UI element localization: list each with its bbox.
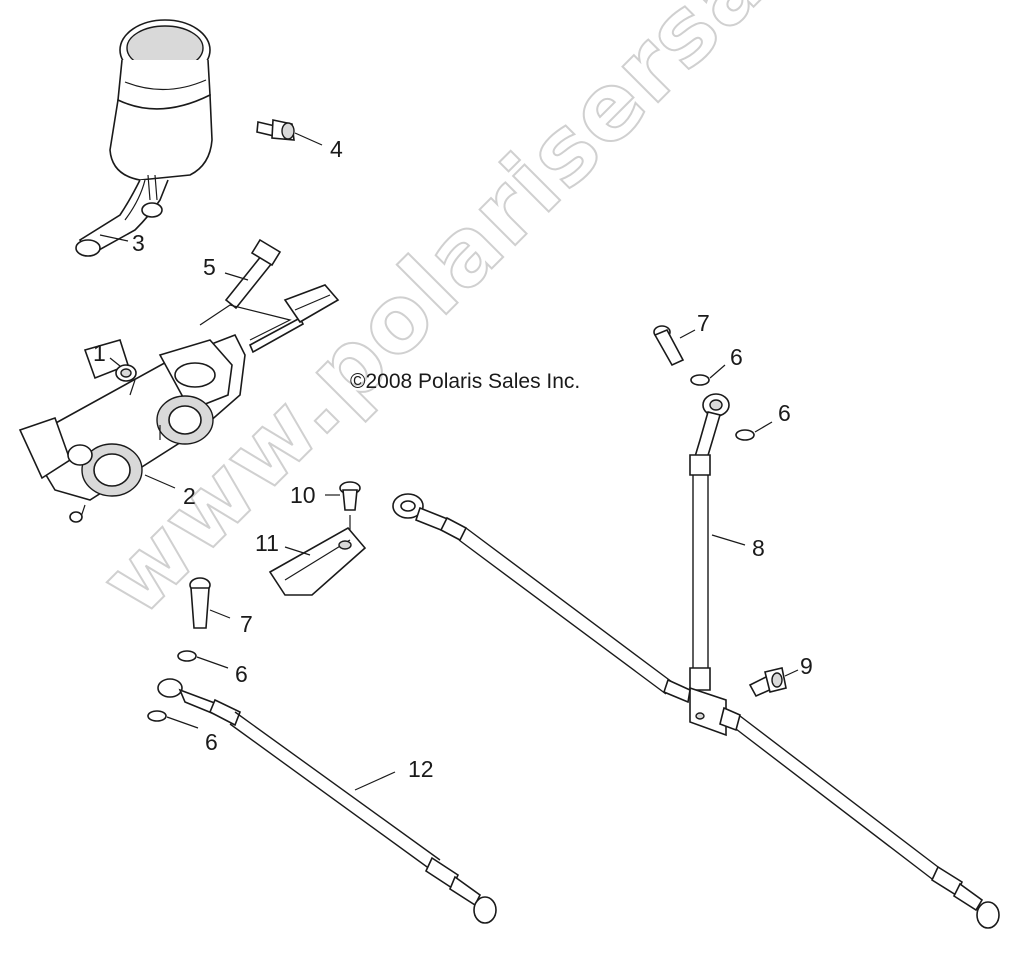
- washer-part-6-b: [147, 710, 167, 722]
- washer-part-6-c: [690, 374, 710, 386]
- washer-part-6-d: [735, 429, 755, 441]
- leader-11: [284, 546, 311, 556]
- leader-2: [144, 474, 176, 489]
- leader-6-c: [709, 364, 726, 379]
- bolt-part-7-right: [653, 325, 685, 367]
- fitting-part-4: [256, 119, 295, 141]
- reservoir-assembly: [75, 19, 213, 257]
- master-cylinder: [18, 333, 246, 523]
- callout-4: 4: [330, 136, 343, 162]
- callout-7-right: 7: [697, 310, 710, 336]
- callout-6-c: 6: [730, 344, 743, 370]
- copyright-notice: ©2008 Polaris Sales Inc.: [350, 370, 581, 393]
- callout-5: 5: [203, 254, 216, 280]
- fitting-part-9: [748, 667, 787, 698]
- leader-3: [99, 234, 129, 242]
- leader-4: [294, 132, 323, 146]
- callout-6-b: 6: [205, 729, 218, 755]
- callout-3: 3: [132, 230, 145, 256]
- callout-2: 2: [183, 483, 196, 509]
- leader-9: [784, 669, 799, 677]
- callout-11: 11: [255, 530, 279, 556]
- brake-line-tee: [392, 493, 1000, 929]
- leader-1: [109, 357, 121, 367]
- washer-part-6-a: [177, 650, 197, 662]
- pushrod-clevis: [248, 284, 340, 354]
- bolt-part-5: [224, 238, 282, 310]
- bracket-part-11: [268, 526, 367, 596]
- callout-8: 8: [752, 535, 765, 561]
- callout-6-d: 6: [778, 400, 791, 426]
- leader-5: [224, 272, 249, 281]
- callout-1: 1: [93, 340, 106, 366]
- callout-9: 9: [800, 653, 813, 679]
- leader-6-d: [754, 421, 773, 433]
- bracket-line: [199, 304, 292, 341]
- brake-line-part-12: [157, 678, 497, 924]
- callout-10: 10: [290, 482, 316, 508]
- callout-6-a: 6: [235, 661, 248, 687]
- callout-12: 12: [408, 756, 434, 782]
- callout-7-left: 7: [240, 611, 253, 637]
- leader-8: [711, 534, 746, 546]
- brake-line-part-8: [689, 393, 730, 691]
- bolt-part-7-left: [189, 577, 211, 629]
- leader-6-b: [166, 716, 199, 729]
- leader-6-a: [196, 656, 229, 669]
- nut-part-1: [115, 364, 137, 382]
- leader-12: [354, 771, 396, 791]
- leader-7-right: [679, 329, 696, 339]
- bolt-part-10: [339, 481, 361, 511]
- leader-7-left: [209, 609, 231, 619]
